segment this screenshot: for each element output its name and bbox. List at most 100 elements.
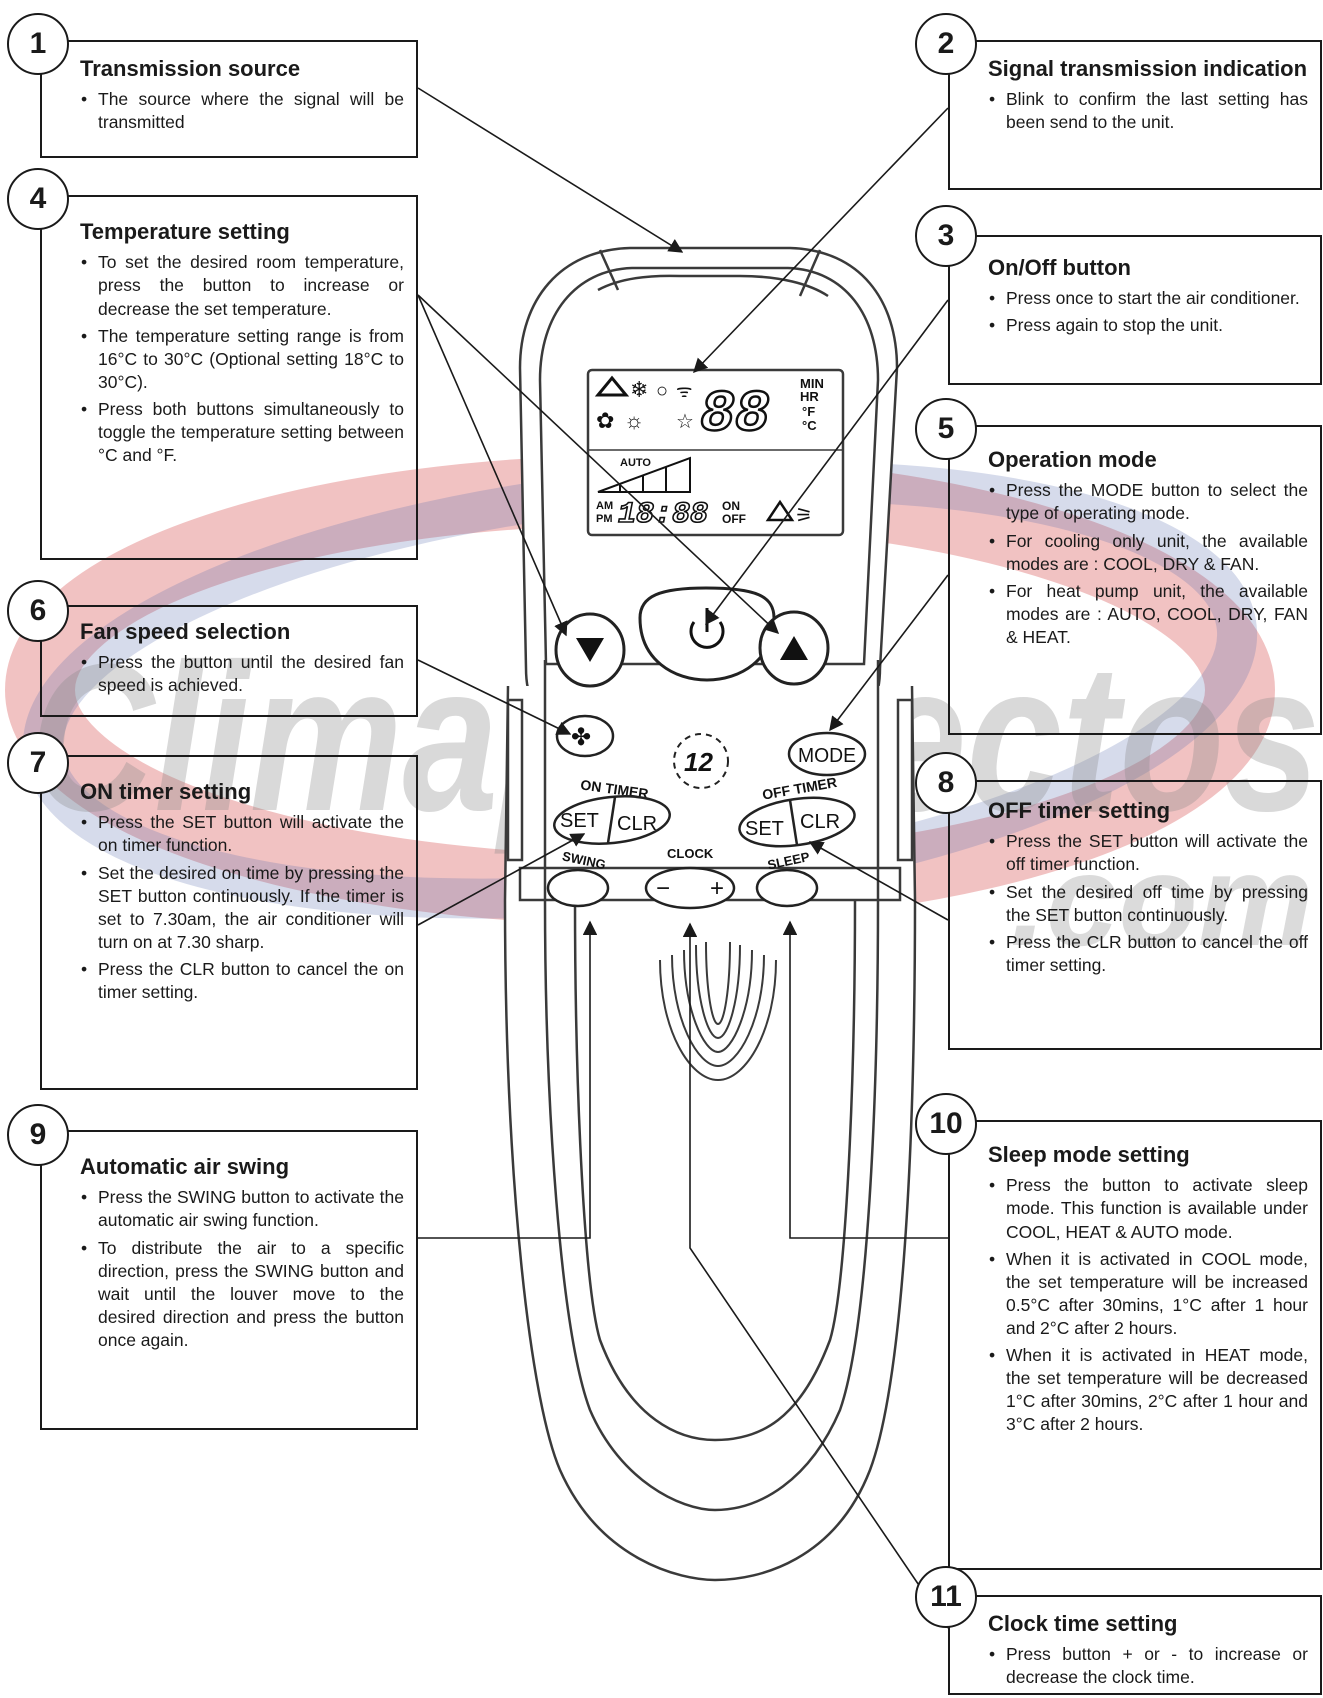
callout-5-item: For heat pump unit, the available modes … <box>989 580 1308 649</box>
callout-6-item: Press the button until the desired fan s… <box>81 651 404 697</box>
callout-3-item: Press once to start the air conditioner. <box>989 287 1308 310</box>
callout-2-title: Signal transmission indication <box>988 56 1308 81</box>
callout-10-title: Sleep mode setting <box>988 1142 1190 1167</box>
off-timer-set: SET <box>745 818 784 840</box>
callout-10-number: 10 <box>915 1093 977 1155</box>
on-timer-set: SET <box>560 810 599 832</box>
callout-8-item: Set the desired off time by pressing the… <box>989 881 1308 927</box>
callout-7-item: Press the SET button will activate the o… <box>81 811 404 857</box>
lcd-f: °F <box>802 404 815 419</box>
clock-button[interactable]: − + <box>644 866 736 910</box>
temp-up-button[interactable] <box>758 610 830 686</box>
leader-4b <box>417 294 780 634</box>
callout-4: Temperature setting To set the desired r… <box>40 195 418 560</box>
lcd-clock: 18:88 <box>618 498 708 532</box>
leader-4a <box>417 294 568 637</box>
callout-5-number: 5 <box>915 398 977 460</box>
swing-button[interactable] <box>546 868 610 908</box>
fan-icon: ✤ <box>571 724 591 751</box>
callout-5: Operation mode Press the MODE button to … <box>948 425 1322 735</box>
callout-8-title: OFF timer setting <box>988 798 1171 823</box>
callout-5-item: For cooling only unit, the available mod… <box>989 530 1308 576</box>
callout-4-item: The temperature setting range is from 16… <box>81 325 404 394</box>
leader-1 <box>417 87 684 253</box>
leader-2 <box>693 107 949 374</box>
lcd-hr: HR <box>800 389 819 404</box>
clock-minus: − <box>656 875 670 902</box>
callout-5-item: Press the MODE button to select the type… <box>989 479 1308 525</box>
callout-3-number: 3 <box>915 205 977 267</box>
callout-4-item: To set the desired room temperature, pre… <box>81 251 404 320</box>
leader-8 <box>808 841 949 921</box>
lcd-temp-digits: 88 <box>700 383 770 448</box>
mode-label: MODE <box>798 745 856 767</box>
lcd-am: AM <box>596 500 613 512</box>
fan-speed-button[interactable]: ✤ <box>555 714 615 758</box>
callout-1-title: Transmission source <box>80 56 301 81</box>
callout-2: Signal transmission indication Blink to … <box>948 40 1322 190</box>
power-icon <box>689 621 725 649</box>
callout-4-title: Temperature setting <box>80 219 290 244</box>
lcd-pm: PM <box>596 513 613 525</box>
clock-plus: + <box>710 875 724 902</box>
marker-12: 12 <box>673 733 729 789</box>
callout-7-number: 7 <box>7 732 69 794</box>
callout-8-item: Press the SET button will activate the o… <box>989 830 1308 876</box>
callout-8: OFF timer setting Press the SET button w… <box>948 780 1322 1050</box>
callout-3-title: On/Off button <box>988 255 1131 280</box>
lcd-c: °C <box>802 418 817 433</box>
lcd-min: MIN <box>800 376 824 391</box>
callout-10-item: When it is activated in COOL mode, the s… <box>989 1248 1308 1340</box>
lcd-star-icon: ☆ <box>676 411 694 433</box>
lcd-snow-icon: ❄ <box>630 377 648 402</box>
callout-9-item: Press the SWING button to activate the a… <box>81 1186 404 1232</box>
callout-4-number: 4 <box>7 168 69 230</box>
leader-7 <box>417 833 586 926</box>
svg-text:12: 12 <box>684 747 713 777</box>
lcd-swing-icon: ⚞ <box>795 505 813 527</box>
callout-11-item: Press button + or - to increase or decre… <box>989 1643 1308 1689</box>
lcd-auto: AUTO <box>620 457 651 469</box>
callout-11-number: 11 <box>915 1566 977 1628</box>
callout-7: ON timer setting Press the SET button wi… <box>40 755 418 1090</box>
leader-6 <box>417 659 572 735</box>
leader-5 <box>829 574 949 732</box>
callout-10-item: Press the button to activate sleep mode.… <box>989 1174 1308 1243</box>
callout-8-item: Press the CLR button to cancel the off t… <box>989 931 1308 977</box>
lcd-display: ❄ ○ ᯤ ✿ ☼ ☆ 88 MIN HR °F °C AUTO AM PM 1… <box>586 368 845 537</box>
callout-10-item: When it is activated in HEAT mode, the s… <box>989 1344 1308 1436</box>
callout-10: Sleep mode setting Press the button to a… <box>948 1120 1322 1570</box>
clock-label: CLOCK <box>667 846 714 861</box>
callout-1-number: 1 <box>7 13 69 75</box>
leader-3 <box>705 299 949 626</box>
sleep-button[interactable] <box>755 868 819 908</box>
callout-9-number: 9 <box>7 1104 69 1166</box>
callout-9-title: Automatic air swing <box>80 1154 290 1179</box>
callout-11-title: Clock time setting <box>988 1611 1178 1636</box>
lcd-sun-icon: ☼ <box>624 408 644 433</box>
callout-6-number: 6 <box>7 580 69 642</box>
on-timer-clr: CLR <box>617 813 657 835</box>
off-timer-button[interactable]: SET CLR <box>736 791 857 853</box>
callout-7-item: Press the CLR button to cancel the on ti… <box>81 958 404 1004</box>
lcd-on: ON <box>722 499 740 513</box>
callout-2-number: 2 <box>915 13 977 75</box>
callout-2-item: Blink to confirm the last setting has be… <box>989 88 1308 134</box>
lcd-fan-icon: ✿ <box>596 408 614 433</box>
callout-1: Transmission source The source where the… <box>40 40 418 158</box>
leader-10 <box>782 920 948 1239</box>
callout-8-number: 8 <box>915 752 977 814</box>
off-timer-clr: CLR <box>800 811 840 833</box>
callout-9: Automatic air swing Press the SWING butt… <box>40 1130 418 1430</box>
speaker-grille <box>659 941 777 1082</box>
callout-3-item: Press again to stop the unit. <box>989 314 1308 337</box>
lcd-drop-icon: ○ <box>656 380 668 402</box>
temp-down-button[interactable] <box>554 612 626 688</box>
callout-3: On/Off button Press once to start the ai… <box>948 235 1322 385</box>
callout-6: Fan speed selection Press the button unt… <box>40 605 418 717</box>
on-timer-button[interactable]: SET CLR <box>552 791 672 849</box>
mode-button[interactable]: MODE <box>787 731 867 777</box>
leader-lines <box>417 87 949 1629</box>
leader-11 <box>682 922 949 1629</box>
